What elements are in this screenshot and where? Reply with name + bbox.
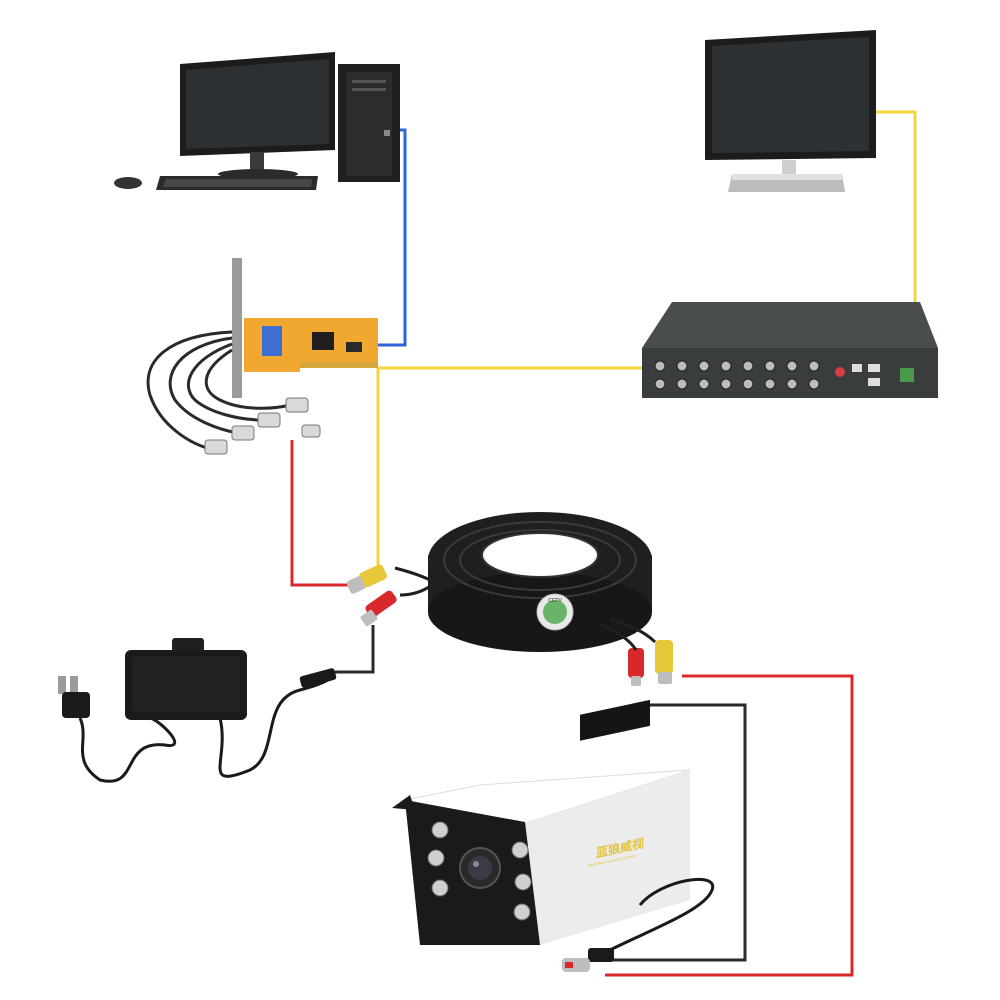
cable-coil: CCTV <box>428 512 652 652</box>
card-power-wire <box>290 440 355 587</box>
dc-connector-right <box>628 648 644 686</box>
bullet-camera: 蓝狼威视 Wolf Blue Security Camera <box>392 699 715 972</box>
mouse <box>114 177 142 189</box>
ir-led-icons <box>427 821 532 921</box>
dc-plug <box>299 668 337 688</box>
adapter-dc-wire <box>335 625 375 674</box>
camera-lens-icon <box>459 847 501 889</box>
computer <box>114 52 400 190</box>
pc-monitor <box>180 52 335 179</box>
camera-ground-wire <box>610 703 747 962</box>
wall-plug-icon <box>58 676 90 718</box>
capture-card <box>146 258 378 455</box>
power-adapter <box>58 638 337 783</box>
connectors <box>346 564 673 686</box>
capture-card-bracket <box>232 258 242 398</box>
dvr-recorder <box>642 302 938 398</box>
camera-tail-connectors <box>562 948 614 972</box>
cable-label-sticker: CCTV <box>536 593 574 631</box>
display-monitor <box>705 30 876 192</box>
bnc-connector-left <box>346 564 387 594</box>
dc-connector-left <box>360 590 397 627</box>
camera-power-wire <box>605 674 854 977</box>
pc-tower <box>338 64 400 182</box>
dvr-bnc-ports <box>654 360 820 390</box>
capture-card-bnc-connectors <box>204 397 321 455</box>
cable-label: CCTV <box>548 598 562 604</box>
keyboard <box>156 176 318 190</box>
bnc-connector-right <box>655 640 673 684</box>
